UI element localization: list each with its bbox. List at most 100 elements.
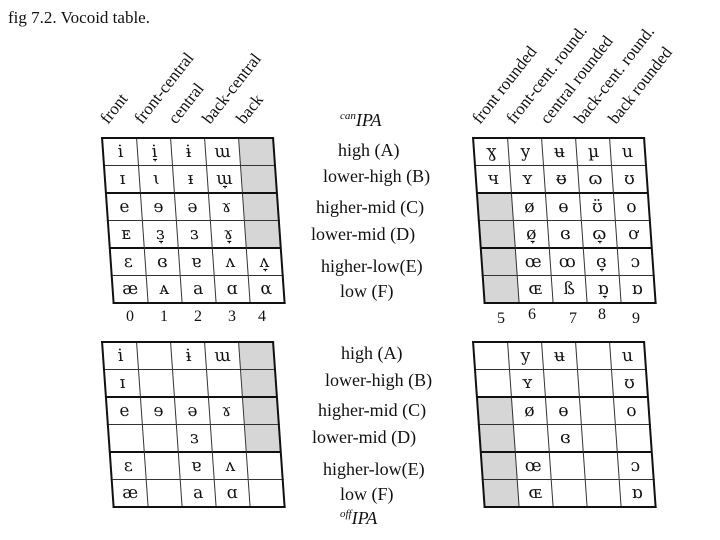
vowel-cell: ø — [511, 397, 548, 425]
vowel-cell: ʏ — [509, 369, 546, 397]
row-label: lower-mid (D) — [311, 224, 416, 244]
vowel-cell: ɩ — [138, 165, 175, 193]
off-ipa-label: offIPA — [340, 508, 378, 528]
vowel-cell — [146, 479, 183, 507]
vowel-cell: ʉ — [541, 138, 578, 166]
vowel-cell: ɒ — [619, 275, 656, 303]
vowel-cell — [240, 369, 277, 397]
vowel-cell — [551, 479, 588, 507]
vowel-cell — [248, 479, 285, 507]
vowel-cell: ᵻ — [172, 165, 209, 193]
figure-caption: fig 7.2. Vocoid table. — [8, 8, 150, 27]
vowel-cell — [244, 424, 281, 452]
vowel-cell: i̞ — [136, 138, 173, 166]
vowel-cell: ə — [174, 193, 211, 221]
vowel-cell: ɒ̞ — [585, 275, 622, 303]
row-label: low (F) — [340, 281, 394, 301]
row-label: low (F) — [340, 484, 394, 504]
vowel-cell: ə — [174, 397, 211, 425]
vowel-cell — [206, 369, 243, 397]
vowel-cell: ɒ — [619, 479, 656, 507]
vowel-cell: ɯ̞ — [206, 165, 243, 193]
vowel-cell: ɷ̞ — [581, 220, 618, 248]
vowel-cell: ɶ — [517, 479, 554, 507]
column-number: 1 — [160, 308, 168, 325]
vowel-cell: ʏ — [509, 165, 546, 193]
vowel-cell — [615, 424, 652, 452]
vowel-cell: i — [102, 342, 139, 370]
vowel-cell — [581, 424, 618, 452]
vowel-cell: ɑ — [214, 275, 251, 303]
vowel-cell: ʊ — [611, 165, 648, 193]
column-number: 8 — [598, 306, 606, 323]
vowel-cell — [513, 424, 550, 452]
vowel-cell — [473, 342, 510, 370]
vowel-cell: u — [609, 342, 646, 370]
vowel-cell: e — [105, 193, 143, 221]
vowel-cell: ø̞ — [513, 220, 550, 248]
vowel-cell — [579, 397, 616, 425]
column-number: 9 — [632, 310, 640, 327]
vowel-cell: u — [609, 138, 646, 166]
vowel-cell: ɜ — [176, 424, 213, 452]
vowel-cell: æ — [111, 479, 149, 507]
vowel-cell: ɯ — [204, 138, 241, 166]
vowel-cell — [575, 342, 612, 370]
vowel-cell — [480, 248, 518, 276]
vowel-cell — [138, 369, 175, 397]
column-number: 3 — [228, 308, 236, 325]
vowel-cell: ɜ — [176, 220, 213, 248]
vowel-cell: ɜ̞ — [142, 220, 179, 248]
vowel-cell: ɵ — [545, 193, 582, 221]
vowel-cell — [244, 220, 281, 248]
vowel-cell: ɞ — [547, 424, 584, 452]
vowel-cell: ʊ̈ — [579, 193, 616, 221]
vowel-cell — [482, 479, 520, 507]
vowel-cell — [238, 342, 275, 370]
vowel-cell — [478, 220, 516, 248]
vowel-cell: ơ — [615, 220, 652, 248]
vowel-cell: ɛ — [109, 452, 147, 480]
vowel-cell: ɘ — [140, 193, 177, 221]
row-label: higher-mid (C) — [318, 400, 427, 420]
column-number: 6 — [528, 306, 536, 323]
vowel-cell: ʊ — [611, 369, 648, 397]
table-row: ɜ — [107, 424, 281, 452]
row-label: high (A) — [338, 140, 400, 160]
column-number: 0 — [126, 308, 134, 325]
vowel-cell — [478, 424, 516, 452]
vowel-cell: a — [180, 275, 217, 303]
vowel-cell: ɯ — [204, 342, 241, 370]
vowel-cell: ɞ — [547, 220, 584, 248]
row-label: higher-mid (C) — [316, 197, 425, 217]
column-header: front — [96, 89, 132, 128]
vowel-cell — [585, 479, 622, 507]
vowel-cell: ɤ — [208, 397, 245, 425]
row-label: higher-low(E) — [321, 256, 423, 276]
vowel-cell: ʊ̶ — [543, 165, 580, 193]
row-label: lower-high (B) — [325, 370, 433, 390]
vowel-cell — [246, 452, 283, 480]
vowel-cell — [238, 138, 275, 166]
vowel-cell — [242, 193, 279, 221]
vowel-cell — [136, 342, 173, 370]
vowel-cell: ɑ — [214, 479, 251, 507]
